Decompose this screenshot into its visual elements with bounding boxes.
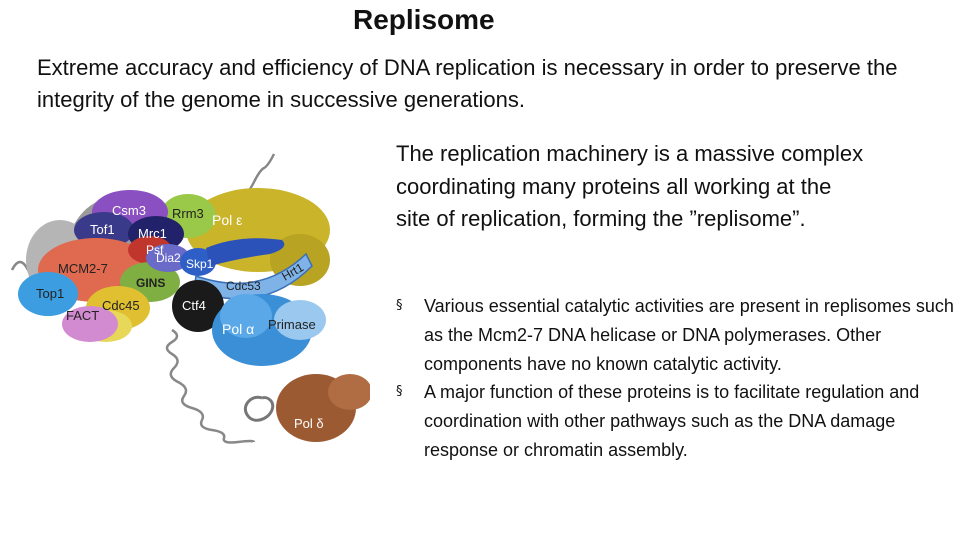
label-cdc53: Cdc53 [226,279,261,293]
label-dia2: Dia2 [156,251,181,265]
replisome-diagram: Csm3 Rrm3 Pol ε Tof1 Mrc1 Psf Dia2 Skp1 … [0,130,370,460]
label-ctf4: Ctf4 [182,298,206,313]
label-mcm: MCM2-7 [58,261,108,276]
bullet-marker: § [396,378,403,407]
dna-loop [245,397,272,420]
lead-paragraph: The replication machinery is a massive c… [396,138,866,236]
bullet-marker: § [396,292,403,321]
label-mrc1: Mrc1 [138,226,167,241]
bullet-item: § A major function of these proteins is … [396,378,956,464]
bullet-list: § Various essential catalytic activities… [396,292,956,465]
label-cdc45: Cdc45 [102,298,140,313]
label-skp1: Skp1 [186,257,214,271]
label-gins: GINS [136,276,165,290]
label-pol-epsilon: Pol ε [212,212,242,228]
bullet-text: A major function of these proteins is to… [424,382,919,460]
pol-delta-blob-2 [328,374,370,410]
label-fact: FACT [66,308,99,323]
label-pol-alpha: Pol α [222,321,254,337]
label-csm3: Csm3 [112,203,146,218]
label-tof1: Tof1 [90,222,115,237]
intro-paragraph: Extreme accuracy and efficiency of DNA r… [37,52,917,116]
bullet-text: Various essential catalytic activities a… [424,296,954,374]
label-primase: Primase [268,317,316,332]
label-rrm3: Rrm3 [172,206,204,221]
page-title: Replisome [353,4,495,36]
label-top1: Top1 [36,286,64,301]
bullet-item: § Various essential catalytic activities… [396,292,956,378]
label-pol-delta: Pol δ [294,416,324,431]
